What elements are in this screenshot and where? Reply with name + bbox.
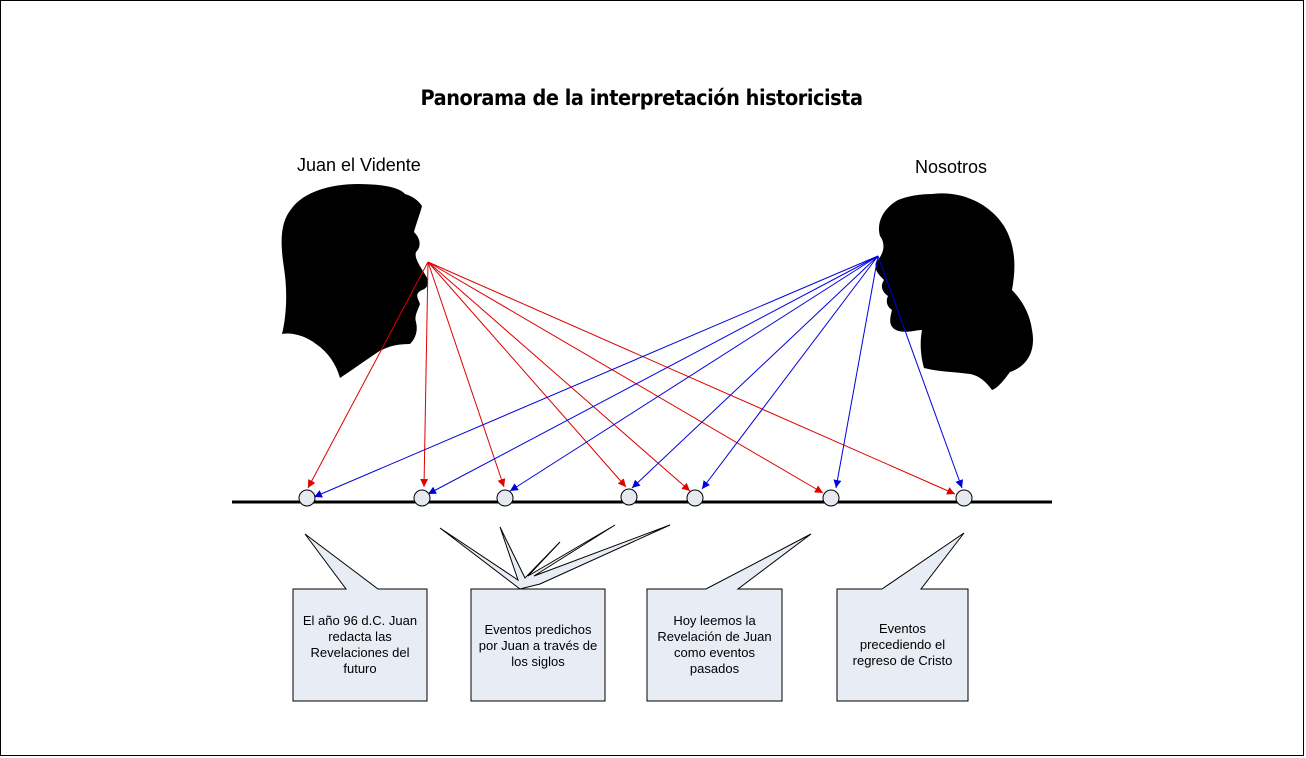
- timeline-nodes: [298, 488, 973, 507]
- timeline-node-1: [298, 489, 316, 507]
- timeline-node-6: [822, 489, 840, 507]
- us-arrow-4: [631, 255, 879, 489]
- us-arrow-7: [877, 255, 964, 489]
- timeline-node-4: [620, 488, 638, 506]
- seer-arrow-2: [420, 261, 429, 488]
- us-arrow-3: [509, 255, 879, 492]
- callout-3-text: Hoy leemos la Revelación de Juan como ev…: [657, 613, 772, 676]
- timeline-node-5: [686, 489, 704, 507]
- seer-arrow-6: [427, 261, 824, 494]
- us-arrow-1: [313, 255, 879, 498]
- us-arrow-2: [427, 255, 879, 495]
- callout-2-text: Eventos predichos por Juan a través de l…: [478, 622, 598, 669]
- us-arrows: [313, 255, 964, 498]
- us-arrow-6: [833, 255, 879, 489]
- us-label: Nosotros: [915, 157, 988, 177]
- timeline-node-2: [413, 489, 431, 507]
- diagram-title: Panorama de la interpretación historicis…: [420, 86, 863, 110]
- callout-2: [439, 524, 671, 702]
- seer-arrow-4: [427, 261, 627, 488]
- seer-head-silhouette: [281, 184, 429, 378]
- us-arrow-5: [701, 255, 879, 490]
- seer-arrow-5: [427, 261, 691, 492]
- seer-arrow-7: [427, 261, 956, 495]
- us-head-silhouette: [875, 193, 1034, 390]
- seer-arrow-3: [427, 261, 506, 488]
- callout-1-text: El año 96 d.C. Juan redacta las Revelaci…: [302, 613, 418, 676]
- timeline-node-7: [955, 489, 973, 507]
- seer-arrow-1: [307, 261, 429, 489]
- callout-1: [292, 533, 428, 702]
- callout-4-text: Eventos precediendo el regreso de Cristo: [852, 621, 953, 668]
- callout-3: [646, 533, 812, 702]
- callout-4: [836, 532, 969, 702]
- timeline-node-3: [496, 489, 514, 507]
- seer-label: Juan el Vidente: [297, 155, 421, 175]
